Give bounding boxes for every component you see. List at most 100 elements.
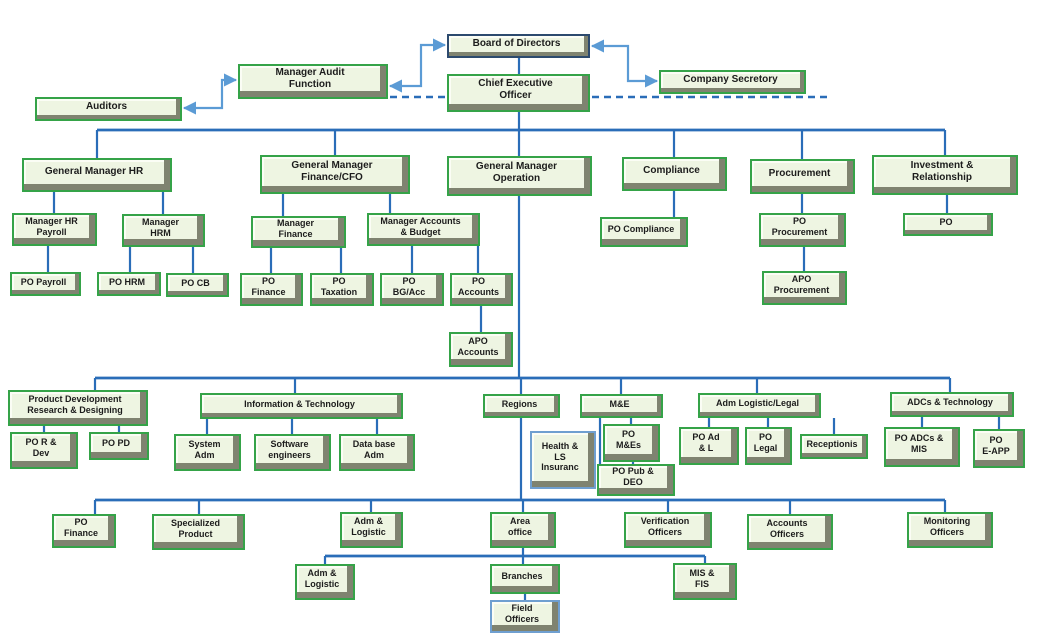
arrow-connector bbox=[590, 39, 659, 88]
org-node-po-pd: PO PD bbox=[89, 432, 149, 460]
org-node-label: System Adm bbox=[188, 438, 221, 460]
org-node-label: PO Procurement bbox=[771, 216, 828, 237]
org-node-po-payroll: PO Payroll bbox=[10, 272, 81, 296]
org-node-apo-procurement: APO Procurement bbox=[762, 271, 847, 305]
org-node-label: PO Compliance bbox=[607, 223, 675, 234]
org-node-label: Auditors bbox=[85, 101, 128, 113]
org-node-label: PO ADCs & MIS bbox=[894, 433, 944, 454]
org-node-health-ls-insuranc: Health & LS Insuranc bbox=[530, 431, 596, 489]
org-node-investment-relationship: Investment & Relationship bbox=[872, 155, 1018, 195]
org-node-label: Information & Technology bbox=[244, 398, 355, 409]
org-node-label: MIS & FIS bbox=[689, 567, 715, 589]
org-node-field-officers: Field Officers bbox=[490, 600, 560, 633]
org-node-manager-audit-function: Manager Audit Function bbox=[238, 64, 388, 99]
org-node-label: Adm & Logistic bbox=[304, 568, 340, 589]
arrow-connector bbox=[182, 73, 238, 115]
org-node-specialized-product: Specialized Product bbox=[152, 514, 245, 550]
org-node-label: Field Officers bbox=[504, 602, 539, 624]
org-node-product-development: Product Development Research & Designing bbox=[8, 390, 148, 426]
org-node-manager-hrm: Manager HRM bbox=[122, 214, 205, 247]
org-node-po-ad-l: PO Ad & L bbox=[679, 427, 739, 465]
org-node-label: Area office bbox=[507, 516, 532, 537]
org-node-branches: Branches bbox=[490, 564, 560, 594]
org-node-label: PO Ad & L bbox=[692, 432, 720, 453]
org-node-label: APO Accounts bbox=[457, 335, 499, 357]
org-node-accounts-officers: Accounts Officers bbox=[747, 514, 833, 550]
org-node-label: Regions bbox=[501, 398, 538, 409]
org-node-label: Company Secretory bbox=[683, 74, 778, 86]
org-node-label: PO BG/Acc bbox=[392, 275, 426, 297]
org-node-label: Chief Executive Officer bbox=[478, 78, 553, 101]
org-node-label: Adm & Logistic bbox=[351, 516, 386, 537]
org-node-label: General Manager Operation bbox=[475, 161, 558, 184]
org-node-regions: Regions bbox=[483, 394, 560, 418]
org-node-label: Manager HR Payroll bbox=[25, 215, 78, 237]
org-node-board-of-directors: Board of Directors bbox=[447, 34, 590, 58]
org-node-system-adm: System Adm bbox=[174, 434, 241, 471]
org-node-label: Product Development Research & Designing bbox=[27, 394, 123, 415]
org-node-po-compliance: PO Compliance bbox=[600, 217, 688, 247]
org-node-label: Specialized Product bbox=[170, 518, 221, 539]
org-node-label: General Manager HR bbox=[44, 166, 144, 178]
org-node-po-m-and-es: PO M&Es bbox=[603, 424, 660, 462]
org-node-label: APO Procurement bbox=[773, 274, 830, 295]
org-node-label: Procurement bbox=[768, 167, 831, 179]
org-node-label: Data base Adm bbox=[352, 438, 396, 460]
org-node-label: Board of Directors bbox=[472, 38, 561, 50]
org-node-label: M&E bbox=[609, 398, 630, 409]
org-node-label: Manager Accounts & Budget bbox=[380, 215, 461, 237]
org-node-label: General Manager Finance/CFO bbox=[291, 159, 373, 183]
org-node-label: Branches bbox=[501, 570, 543, 581]
org-node-auditors: Auditors bbox=[35, 97, 182, 121]
org-node-receptionis: Receptionis bbox=[800, 434, 868, 459]
org-node-area-office: Area office bbox=[490, 512, 556, 548]
org-node-po-bg-acc: PO BG/Acc bbox=[380, 273, 444, 306]
org-node-label: Manager HRM bbox=[141, 216, 179, 238]
org-node-po-accounts: PO Accounts bbox=[450, 273, 513, 306]
org-node-label: PO Pub & DEO bbox=[612, 466, 654, 487]
org-node-label: PO Legal bbox=[753, 432, 778, 453]
org-node-po-r-dev: PO R & Dev bbox=[10, 432, 78, 469]
org-node-po-investment: PO bbox=[903, 213, 993, 236]
org-node-po-hrm: PO HRM bbox=[97, 272, 161, 296]
org-node-label: Health & LS Insuranc bbox=[541, 441, 579, 473]
org-node-label: Manager Audit Function bbox=[275, 66, 345, 90]
org-node-label: PO Finance bbox=[63, 517, 98, 538]
org-node-label: PO HRM bbox=[109, 276, 145, 287]
org-node-information-technology: Information & Technology bbox=[200, 393, 403, 419]
org-node-label: Manager Finance bbox=[276, 218, 314, 239]
org-node-label: Investment & Relationship bbox=[910, 160, 974, 183]
org-node-po-finance-region: PO Finance bbox=[52, 514, 116, 548]
org-node-chief-executive-officer: Chief Executive Officer bbox=[447, 74, 590, 112]
org-node-label: PO M&Es bbox=[615, 429, 641, 450]
org-node-general-manager-operation: General Manager Operation bbox=[447, 156, 592, 196]
org-node-label: PO R & Dev bbox=[25, 436, 57, 458]
org-node-po-legal: PO Legal bbox=[745, 427, 792, 465]
org-node-monitoring-officers: Monitoring Officers bbox=[907, 512, 993, 548]
org-node-verification-officers: Verification Officers bbox=[624, 512, 712, 548]
org-node-po-taxation: PO Taxation bbox=[310, 273, 374, 306]
org-node-label: Verification Officers bbox=[640, 516, 690, 537]
org-node-label: PO PD bbox=[101, 437, 130, 448]
org-node-adm-logistic-region: Adm & Logistic bbox=[340, 512, 403, 548]
org-node-label: PO Accounts bbox=[457, 275, 499, 297]
org-node-manager-accounts-budget: Manager Accounts & Budget bbox=[367, 213, 480, 246]
org-node-label: PO bbox=[939, 217, 953, 228]
org-node-label: Receptionis bbox=[806, 439, 858, 450]
org-node-label: ADCs & Technology bbox=[907, 397, 993, 408]
org-node-label: PO Payroll bbox=[20, 276, 67, 287]
org-node-data-base-adm: Data base Adm bbox=[339, 434, 415, 471]
org-node-label: Software engineers bbox=[268, 438, 311, 460]
org-node-po-cb: PO CB bbox=[166, 273, 229, 297]
org-node-adm-logistic-legal: Adm Logistic/Legal bbox=[698, 393, 821, 418]
org-node-label: Monitoring Officers bbox=[923, 516, 971, 537]
org-node-label: PO E-APP bbox=[982, 434, 1010, 456]
org-node-label: PO Finance bbox=[251, 275, 286, 297]
org-node-mis-fis: MIS & FIS bbox=[673, 563, 737, 600]
org-node-compliance: Compliance bbox=[622, 157, 727, 191]
arrow-connector bbox=[388, 38, 447, 93]
org-node-po-adcs-mis: PO ADCs & MIS bbox=[884, 427, 960, 467]
org-node-general-manager-hr: General Manager HR bbox=[22, 158, 172, 192]
org-node-manager-finance: Manager Finance bbox=[251, 216, 346, 248]
